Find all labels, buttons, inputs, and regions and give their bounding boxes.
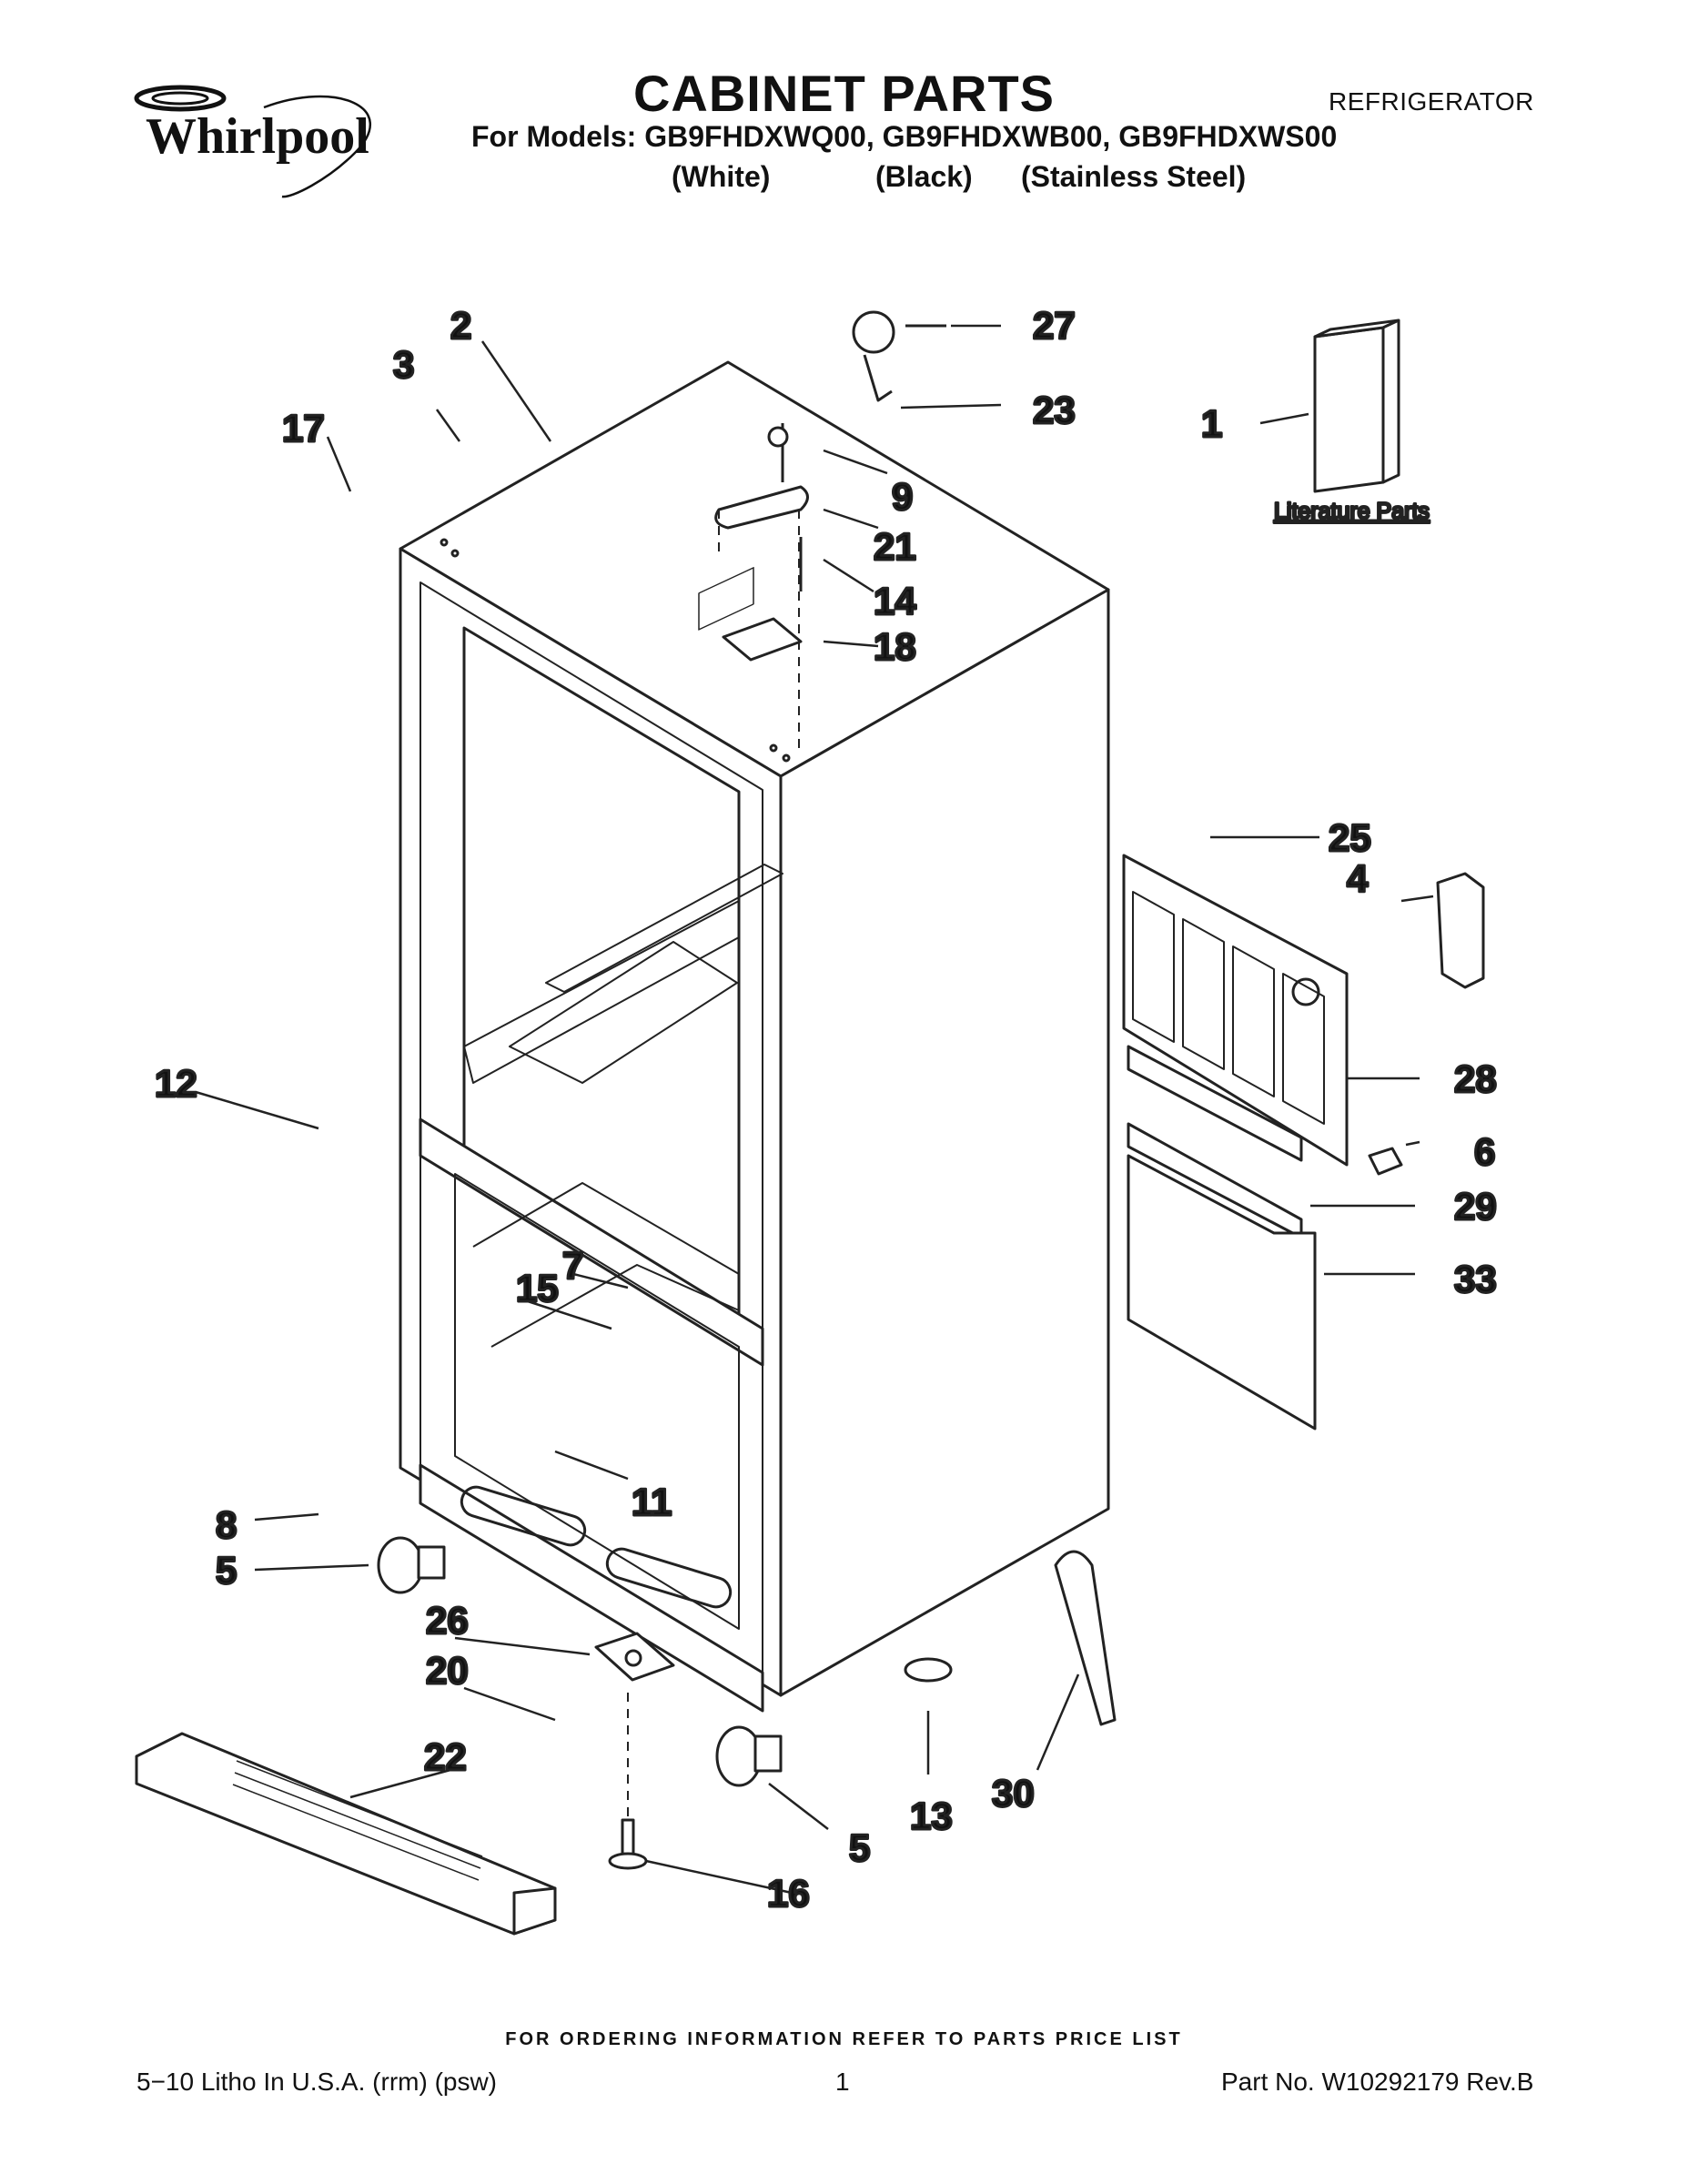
callout-33: 33 — [1454, 1258, 1497, 1300]
leveling-leg — [608, 1693, 648, 1870]
callout-5-right: 5 — [849, 1826, 870, 1869]
trim-strip — [1127, 1045, 1303, 1162]
callout-17: 17 — [282, 407, 325, 450]
cabinet-body — [399, 360, 1110, 1713]
callout-30: 30 — [992, 1772, 1035, 1815]
callout-4: 4 — [1347, 857, 1369, 900]
clip-part — [1368, 1147, 1403, 1176]
models-line: For Models: GB9FHDXWQ00, GB9FHDXWB00, GB… — [471, 120, 1338, 153]
caster-left — [377, 1536, 446, 1594]
brand-name: Whirlpool — [146, 108, 369, 165]
caster-bracket — [594, 1632, 675, 1682]
callout-27: 27 — [1033, 304, 1076, 347]
whirlpool-logo — [134, 85, 371, 198]
lower-kick-panel — [1127, 1154, 1317, 1431]
callout-2: 2 — [450, 304, 471, 347]
callout-20: 20 — [426, 1649, 469, 1692]
base-plug — [904, 1657, 953, 1683]
callout-8: 8 — [216, 1503, 237, 1546]
page-title: CABINET PARTS — [632, 65, 1056, 122]
callout-23: 23 — [1033, 389, 1076, 431]
callout-26: 26 — [426, 1599, 469, 1642]
footer-litho: 5−10 Litho In U.S.A. (rrm) (psw) — [136, 2068, 498, 2096]
callout-3: 3 — [393, 343, 414, 386]
callout-13: 13 — [910, 1795, 953, 1837]
callout-18: 18 — [874, 625, 916, 668]
top-hinge-assembly — [714, 423, 809, 755]
callout-9: 9 — [892, 475, 913, 518]
callout-29: 29 — [1454, 1185, 1497, 1228]
callout-7: 7 — [562, 1244, 583, 1287]
literature-parts-label: Literature Parts — [1274, 499, 1430, 524]
callout-25: 25 — [1329, 816, 1371, 859]
variant-black: (Black) — [875, 160, 973, 193]
callout-28: 28 — [1454, 1057, 1497, 1100]
category-label: REFRIGERATOR — [1329, 87, 1534, 116]
callout-11: 11 — [632, 1481, 672, 1523]
rear-grille-panel — [1122, 854, 1349, 1167]
part-number: Part No. W10292179 Rev.B — [1221, 2068, 1534, 2096]
variant-white: (White) — [672, 160, 771, 193]
door-stop-part — [852, 310, 946, 402]
toe-grille — [135, 1732, 557, 1936]
callout-6: 6 — [1474, 1130, 1495, 1173]
caster-right — [715, 1725, 783, 1787]
callout-16: 16 — [767, 1872, 810, 1915]
callout-22: 22 — [424, 1735, 467, 1778]
side-cap — [1436, 872, 1485, 989]
ordering-note: FOR ORDERING INFORMATION REFER TO PARTS … — [505, 2029, 1183, 2049]
callout-14: 14 — [874, 580, 916, 622]
callout-21: 21 — [874, 525, 916, 568]
leader-lines — [195, 324, 1434, 1895]
variant-stainless: (Stainless Steel) — [1021, 160, 1247, 193]
callout-numbers: 1 2 3 4 5 5 6 7 8 9 11 12 13 14 15 16 17… — [154, 303, 1499, 1916]
literature-booklet — [1313, 318, 1400, 493]
page-number: 1 — [835, 2068, 850, 2096]
callout-1: 1 — [1201, 402, 1222, 445]
callout-5-left: 5 — [216, 1549, 237, 1592]
callout-15: 15 — [516, 1267, 559, 1309]
callout-12: 12 — [155, 1062, 197, 1105]
wrench-tool — [1054, 1550, 1117, 1726]
